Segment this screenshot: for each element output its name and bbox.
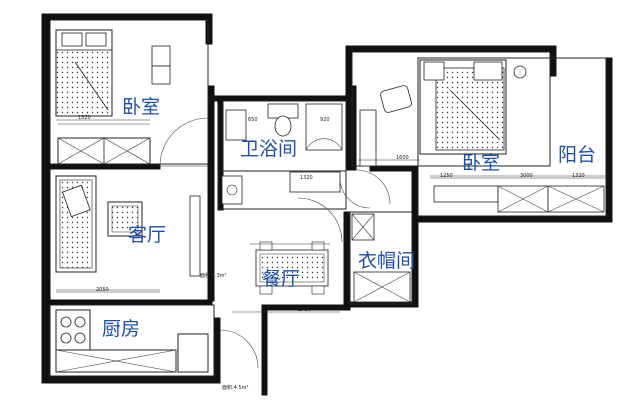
room-label-dining-room: 餐厅 (262, 268, 301, 290)
dim-bathroom-a: 650 (248, 117, 258, 123)
room-label-living-room: 客厅 (128, 224, 167, 246)
room-label-bedroom-right: 卧室 (462, 152, 501, 174)
dim-living: 2050 (96, 287, 109, 293)
dim-balcony-b: 1320 (572, 173, 585, 179)
bedroom-right-furniture (355, 59, 527, 205)
walls (41, 13, 613, 396)
balcony-furniture (430, 175, 606, 213)
bedroom-left-furniture (55, 29, 209, 167)
entry-area-note: 面积:4.5m² (222, 385, 249, 391)
thin-walls (49, 19, 607, 377)
dim-bedroom-left: 1320 (78, 115, 91, 121)
room-label-cloakroom: 衣帽间 (358, 250, 416, 272)
room-label-bedroom-left: 卧室 (122, 96, 161, 118)
dimension-lines (56, 119, 606, 313)
dim-bedroom-right-b: 1250 (440, 173, 453, 179)
living-room-furniture (55, 175, 201, 291)
cloakroom-furniture (351, 213, 411, 303)
dim-balcony-a: 3000 (520, 173, 533, 179)
dim-bedroom-right-a: 1600 (396, 155, 409, 161)
kitchen-area-note: 面积:5.3m² (200, 273, 227, 279)
room-label-balcony: 阳台 (558, 144, 597, 166)
dining-furniture (255, 177, 371, 295)
dim-bathroom-b: 920 (320, 117, 330, 123)
dim-bathroom-c: 1320 (300, 175, 313, 181)
kitchen-furniture (55, 309, 259, 373)
dim-dining: 1730 (298, 307, 311, 313)
bathroom-furniture (221, 103, 343, 205)
room-label-bathroom: 卫浴间 (240, 138, 298, 160)
room-label-kitchen: 厨房 (102, 318, 141, 340)
